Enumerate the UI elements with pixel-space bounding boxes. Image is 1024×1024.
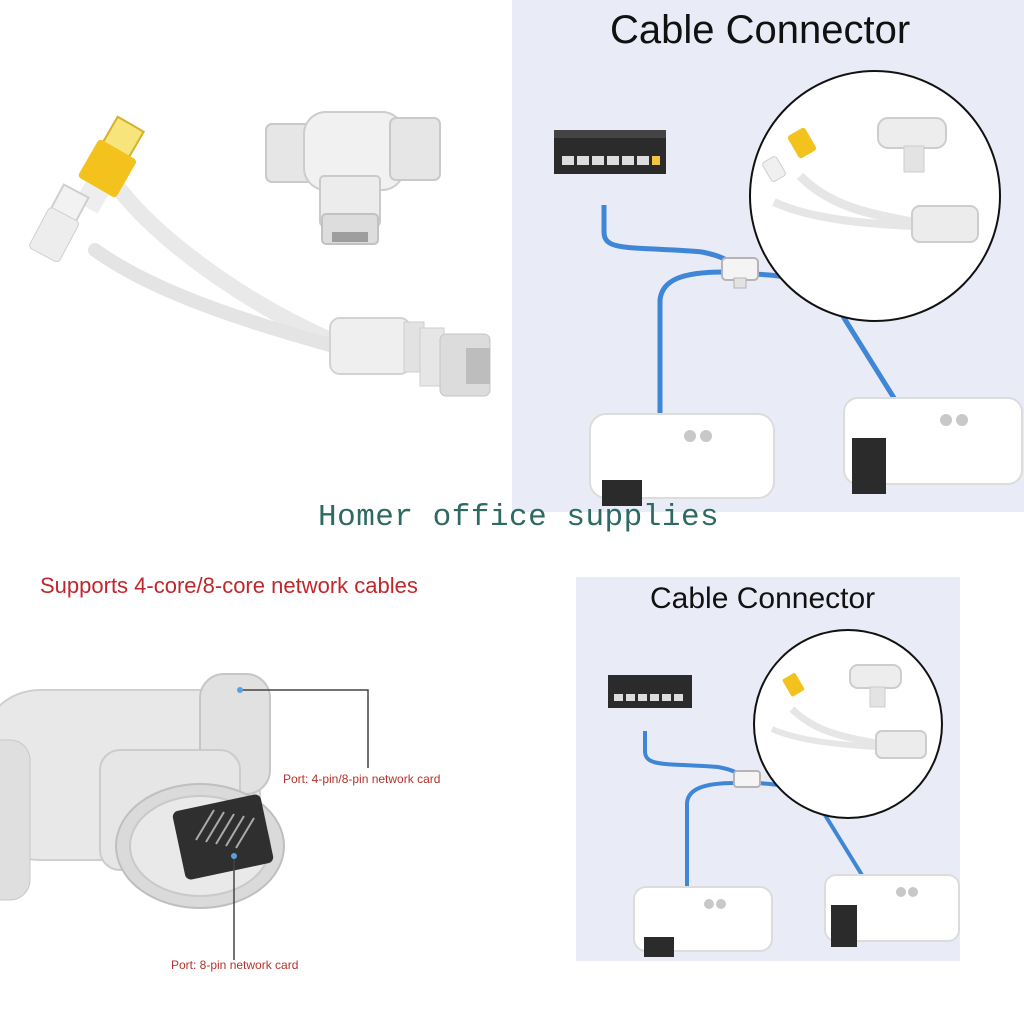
inset-circle-closeup [749, 70, 1001, 322]
installation-scene-2: Cable Connector [576, 577, 960, 961]
blue-cable-trunk [643, 731, 746, 781]
network-switch [608, 675, 692, 708]
callout-line-top [240, 689, 369, 768]
security-camera-2 [824, 874, 960, 947]
inset-circle-closeup [753, 629, 943, 819]
watermark-text: Homer office supplies [318, 500, 720, 535]
t-splitter-adapter [265, 111, 441, 245]
scene-title: Cable Connector [610, 8, 911, 52]
splitter-on-cable [721, 257, 759, 289]
security-camera-1 [633, 886, 773, 957]
port-closeup-panel [0, 540, 520, 1024]
white-rj45-plug [29, 183, 90, 263]
product-photo-panel [0, 0, 512, 512]
supports-caption: Supports 4-core/8-core network cables [40, 573, 418, 598]
blue-cable-camera-1 [657, 269, 725, 418]
splitter-on-cable [733, 770, 761, 788]
t-splitter-closeup [0, 673, 285, 909]
network-switch [554, 130, 666, 174]
blue-cable-camera-1 [685, 781, 736, 891]
female-rj45-socket [329, 317, 491, 397]
security-camera-2 [843, 397, 1023, 494]
white-cable-yellow-branch [112, 182, 338, 348]
callout-top-label: Port: 4-pin/8-pin network card [283, 772, 441, 786]
yellow-rj45-plug [75, 115, 146, 214]
white-cable-white-branch [88, 243, 337, 352]
blue-cable-trunk [601, 205, 738, 271]
security-camera-1 [589, 413, 775, 506]
callout-bottom-label: Port: 8-pin network card [171, 958, 299, 972]
scene-title: Cable Connector [650, 582, 876, 615]
installation-scene-1: Cable Connector [512, 0, 1024, 512]
